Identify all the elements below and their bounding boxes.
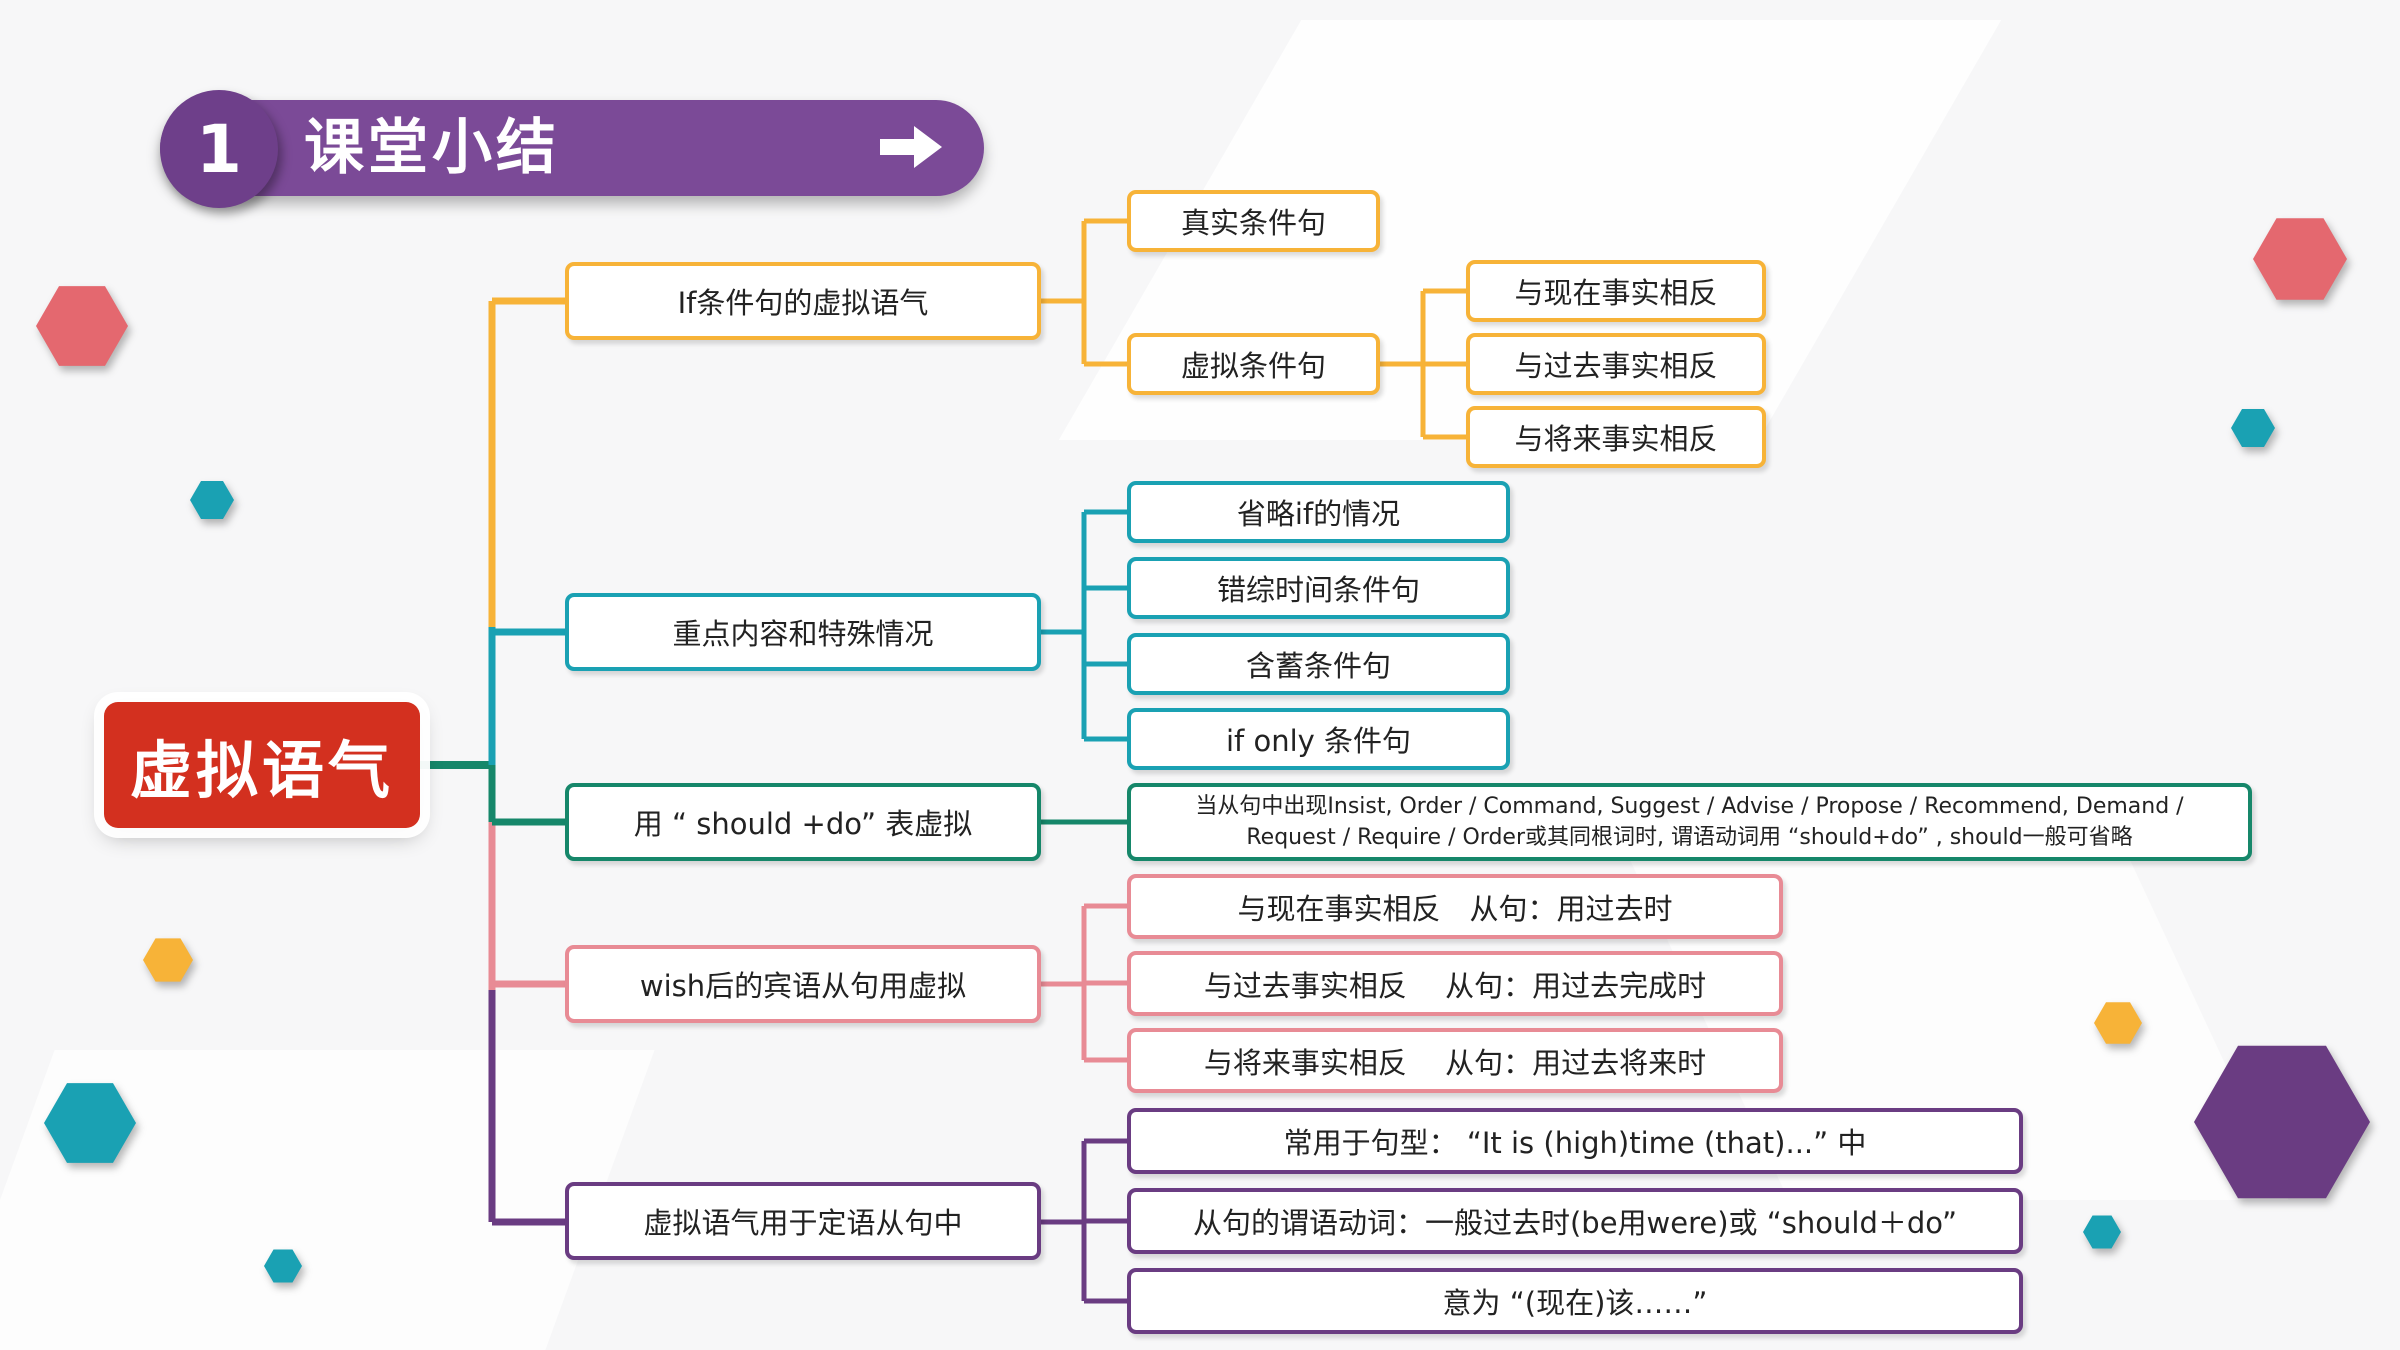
should-verbs-line-2: Request / Require / Order或其同根词时, 谓语动词用 “… (1246, 825, 2133, 850)
hexagon-decoration (2094, 1002, 2142, 1044)
hexagon-decoration (2253, 218, 2347, 300)
branch-if-clause: If条件句的虚拟语气 (565, 262, 1041, 340)
hexagon-decoration (190, 480, 234, 520)
branch-special-cases: 重点内容和特殊情况 (565, 593, 1041, 671)
node-contrary-present: 与现在事实相反 (1466, 260, 1766, 322)
hexagon-decoration (44, 1083, 136, 1163)
node-unreal-conditional: 虚拟条件句 (1127, 333, 1380, 395)
node-predicate-verb: 从句的谓语动词：一般过去时(be用were)或 “should＋do” (1127, 1188, 2023, 1254)
node-wish-future: 与将来事实相反 从句：用过去将来时 (1127, 1028, 1783, 1093)
arrow-right-icon (880, 126, 942, 168)
node-should-verbs: 当从句中出现Insist, Order / Command, Suggest /… (1127, 783, 2252, 861)
should-verbs-line-1: 当从句中出现Insist, Order / Command, Suggest /… (1195, 794, 2184, 819)
hexagon-decoration (2083, 1215, 2121, 1249)
root-node: 虚拟语气 (104, 702, 420, 828)
node-contrary-future: 与将来事实相反 (1466, 406, 1766, 468)
node-meaning: 意为 “(现在)该……” (1127, 1268, 2023, 1334)
branch-should-do: 用 “ should +do” 表虚拟 (565, 783, 1041, 861)
hexagon-decoration (2231, 408, 2275, 448)
node-sentence-pattern: 常用于句型： “It is (high)time (that)...” 中 (1127, 1108, 2023, 1174)
branch-attributive: 虚拟语气用于定语从句中 (565, 1182, 1041, 1260)
node-real-conditional: 真实条件句 (1127, 190, 1380, 252)
node-contrary-past: 与过去事实相反 (1466, 333, 1766, 395)
node-omit-if: 省略if的情况 (1127, 481, 1510, 543)
node-implied-conditional: 含蓄条件句 (1127, 633, 1510, 695)
node-mixed-time: 错综时间条件句 (1127, 557, 1510, 619)
hexagon-decoration (264, 1249, 302, 1283)
node-wish-present: 与现在事实相反 从句：用过去时 (1127, 874, 1783, 939)
hexagon-decoration (36, 286, 128, 366)
title-banner (160, 100, 984, 196)
page-title: 课堂小结 (304, 113, 560, 183)
node-wish-past: 与过去事实相反 从句：用过去完成时 (1127, 951, 1783, 1016)
hexagon-decoration (2194, 1045, 2370, 1199)
branch-wish: wish后的宾语从句用虚拟 (565, 945, 1041, 1023)
node-if-only: if only 条件句 (1127, 708, 1510, 770)
section-number: 1 (160, 90, 278, 208)
hexagon-decoration (143, 938, 193, 982)
